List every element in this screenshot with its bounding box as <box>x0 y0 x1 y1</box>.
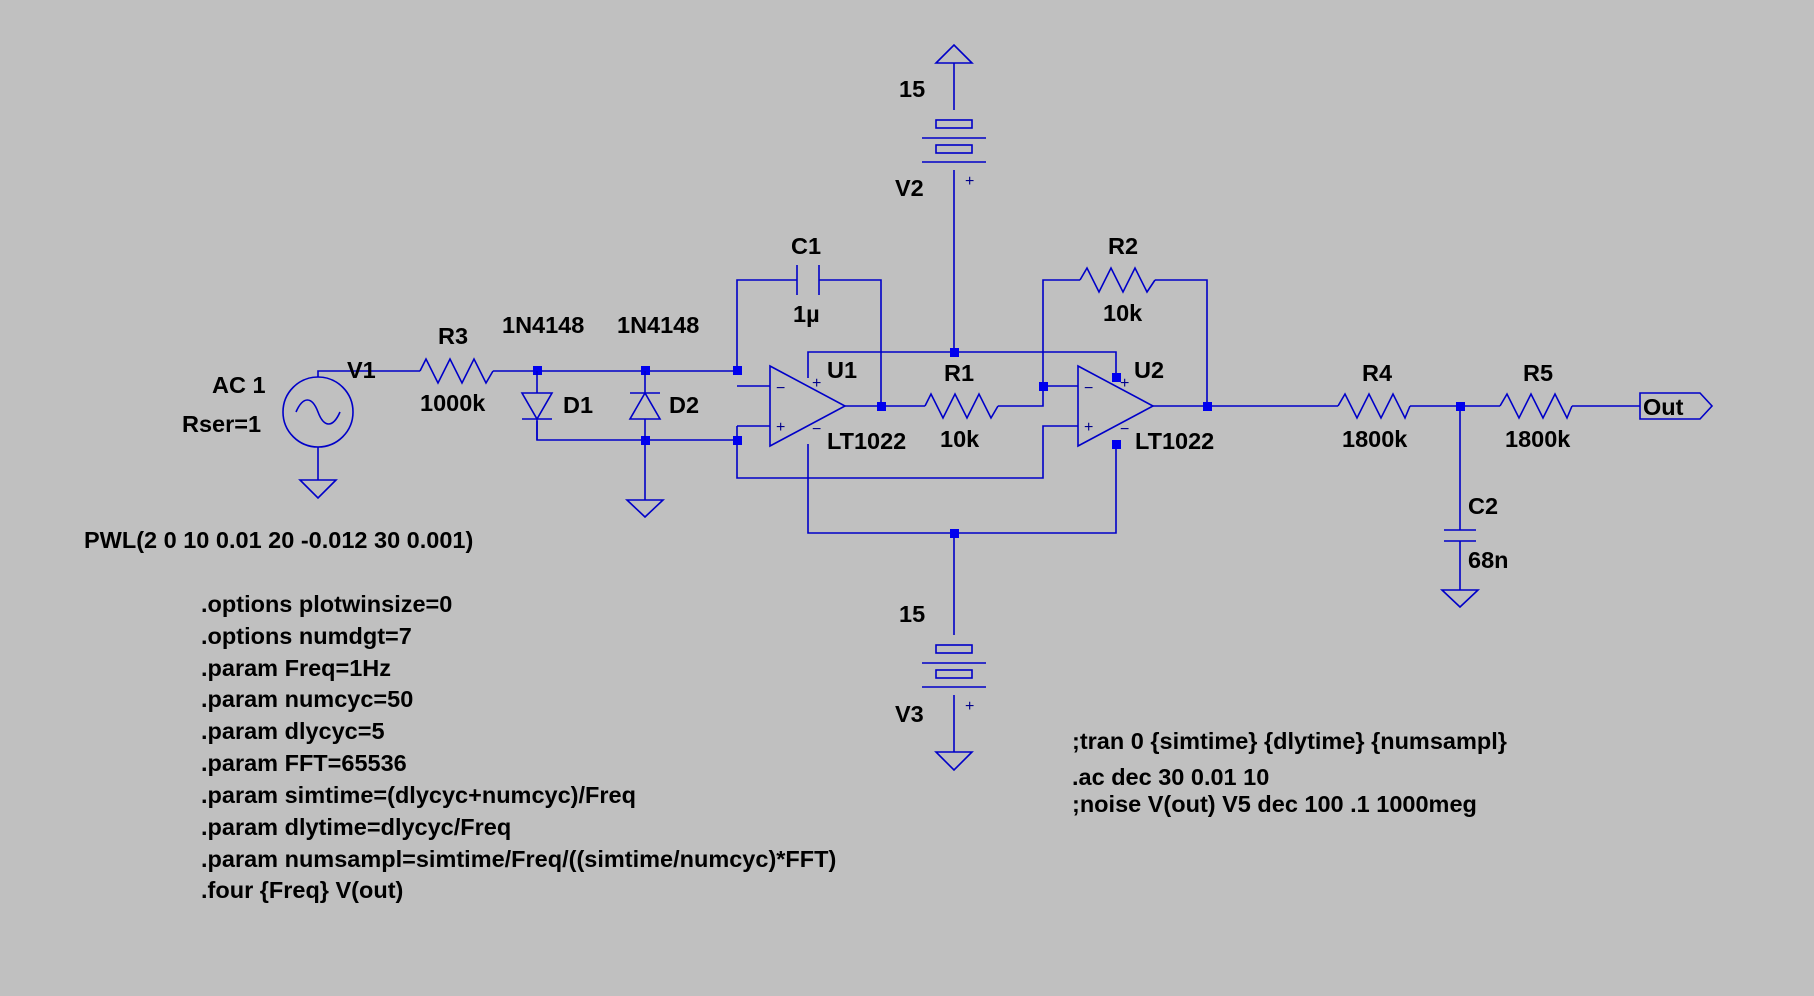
d1-diode: D1 1N4148 <box>502 312 593 440</box>
r2-name: R2 <box>1108 233 1138 259</box>
ground-icon <box>298 479 338 500</box>
r5-value: 1800k <box>1505 426 1571 452</box>
directive-line: .param simtime=(dlycyc+numcyc)/Freq <box>201 782 636 808</box>
out-port: Out <box>1639 392 1714 420</box>
v1-rser-label: Rser=1 <box>182 411 261 437</box>
v1-ac-label: AC 1 <box>212 372 266 398</box>
u2-name: U2 <box>1134 357 1164 383</box>
u1-minus: − <box>776 380 785 397</box>
ac-directive: .ac dec 30 0.01 10 <box>1072 764 1269 790</box>
directive-line: .param FFT=65536 <box>201 750 407 776</box>
ground-icon <box>624 499 666 519</box>
r2-value: 10k <box>1103 300 1143 326</box>
d1-model: 1N4148 <box>502 312 584 338</box>
v2-supply: + 15 V2 <box>895 43 986 201</box>
r4-value: 1800k <box>1342 426 1408 452</box>
r5-resistor: R5 1800k <box>1499 360 1573 452</box>
r2-resistor: R2 10k <box>1079 233 1156 326</box>
u1-name: U1 <box>827 357 857 383</box>
c2-value: 68n <box>1468 547 1509 573</box>
d1-name: D1 <box>563 392 593 418</box>
r1-resistor: R1 10k <box>924 360 999 452</box>
c2-capacitor: C2 68n <box>1439 493 1509 609</box>
v3-name: V3 <box>895 701 924 727</box>
u2-model: LT1022 <box>1135 428 1214 454</box>
c1-value: 1µ <box>793 301 820 327</box>
directive-line: .options numdgt=7 <box>201 623 412 649</box>
r4-resistor: R4 1800k <box>1337 360 1411 452</box>
d2-model: 1N4148 <box>617 312 699 338</box>
c1-name: C1 <box>791 233 821 259</box>
svg-text:+: + <box>965 173 974 190</box>
out-label: Out <box>1643 394 1684 420</box>
v3-supply: + 15 V3 <box>895 601 986 772</box>
d2-diode: D2 1N4148 <box>617 312 699 519</box>
r1-name: R1 <box>944 360 974 386</box>
directive-line: .param dlycyc=5 <box>201 718 385 744</box>
v1-pwl-label: PWL(2 0 10 0.01 20 -0.012 30 0.001) <box>84 527 473 553</box>
directive-line: .param Freq=1Hz <box>201 655 391 681</box>
directive-line: .four {Freq} V(out) <box>201 877 403 903</box>
r3-resistor: R3 1000k <box>419 323 494 416</box>
v3-value: 15 <box>899 601 925 627</box>
u2-plus: + <box>1084 419 1093 436</box>
u2-minus: − <box>1084 380 1093 397</box>
ground-icon <box>934 751 974 772</box>
r1-value: 10k <box>940 426 980 452</box>
directive-line: .options plotwinsize=0 <box>201 591 452 617</box>
tran-directive: ;tran 0 {simtime} {dlytime} {numsampl} <box>1072 728 1507 754</box>
c1-capacitor: C1 1µ <box>791 233 821 327</box>
ground-icon <box>1439 589 1481 609</box>
directive-line: .param numcyc=50 <box>201 686 413 712</box>
svg-text:+: + <box>1120 375 1129 392</box>
u1-opamp: − + + − U1 LT1022 <box>769 357 906 454</box>
r3-name: R3 <box>438 323 468 349</box>
noise-directive: ;noise V(out) V5 dec 100 .1 1000meg <box>1072 791 1477 817</box>
r5-name: R5 <box>1523 360 1553 386</box>
wires <box>317 63 1640 752</box>
d2-name: D2 <box>669 392 699 418</box>
v2-name: V2 <box>895 175 924 201</box>
r3-value: 1000k <box>420 390 486 416</box>
u1-plus: + <box>776 419 785 436</box>
directive-line: .param numsampl=simtime/Freq/((simtime/n… <box>201 846 836 872</box>
v1-net-label: V1 <box>347 357 376 383</box>
c2-name: C2 <box>1468 493 1498 519</box>
svg-text:+: + <box>965 698 974 715</box>
u2-opamp: − + + − U2 LT1022 <box>1077 357 1214 454</box>
vcc-arrow-icon <box>934 43 974 64</box>
spice-directives-left: .options plotwinsize=0 .options numdgt=7… <box>201 591 836 903</box>
junctions <box>533 348 1465 538</box>
svg-text:−: − <box>812 421 821 438</box>
directive-line: .param dlytime=dlycyc/Freq <box>201 814 511 840</box>
u1-model: LT1022 <box>827 428 906 454</box>
r4-name: R4 <box>1362 360 1392 386</box>
svg-text:+: + <box>812 375 821 392</box>
svg-text:−: − <box>1120 421 1129 438</box>
spice-directives-right: ;tran 0 {simtime} {dlytime} {numsampl} .… <box>1072 728 1507 817</box>
v1-source: AC 1 Rser=1 V1 PWL(2 0 10 0.01 20 -0.012… <box>84 357 473 553</box>
v2-value: 15 <box>899 76 925 102</box>
